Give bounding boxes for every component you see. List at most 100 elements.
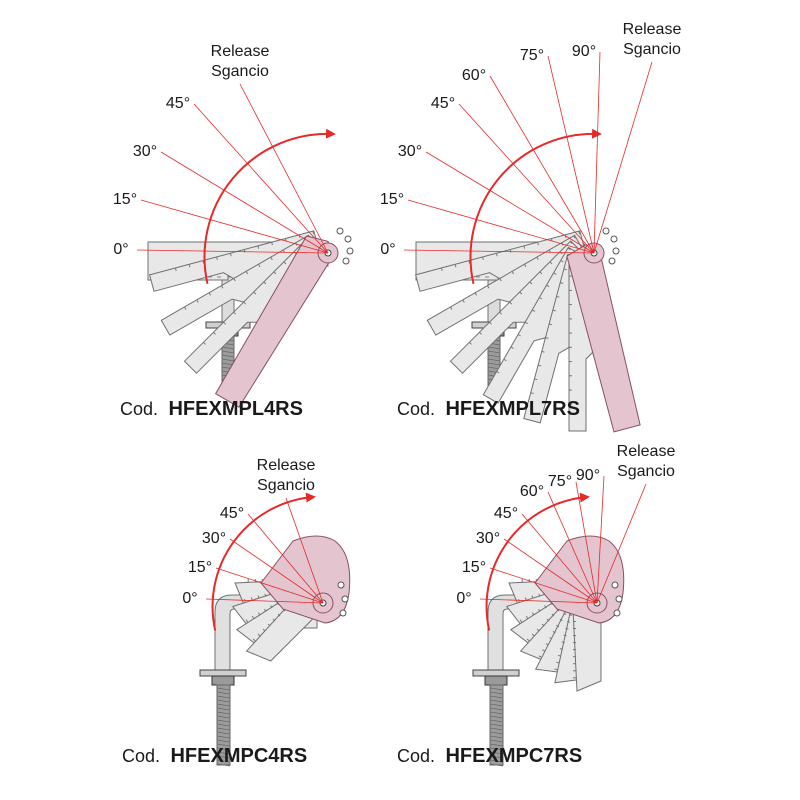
angle-guide-line <box>575 481 598 604</box>
bolt-hole <box>608 257 616 265</box>
angle-label: 30° <box>202 530 226 547</box>
knuckle-mark <box>511 271 515 275</box>
release-label: Release <box>623 21 682 38</box>
thread-line <box>216 763 231 767</box>
thread-line <box>221 350 235 354</box>
bolt-hole <box>346 247 354 255</box>
knuckle-mark <box>536 256 539 261</box>
angle-label: 30° <box>398 143 422 160</box>
knuckle-mark <box>546 284 550 288</box>
knuckle-mark <box>560 260 564 263</box>
knuckle-mark <box>271 242 273 246</box>
knuckle-mark <box>541 350 545 353</box>
angle-label: 0° <box>380 241 395 258</box>
knuckle-mark <box>479 331 482 335</box>
thread-line <box>216 703 231 707</box>
angle-label: 15° <box>188 559 212 576</box>
knuckle-mark <box>556 295 560 298</box>
bolt-hole <box>612 247 620 255</box>
knuckle-mark <box>545 337 549 339</box>
knuckle-mark <box>536 628 540 632</box>
bolt-hole <box>611 581 619 589</box>
knuckle-mark <box>559 618 563 622</box>
code-label: Cod. HFEXMPC7RS <box>397 745 582 767</box>
angle-guide-line <box>160 151 329 254</box>
thread-line <box>489 731 504 735</box>
knuckle-mark <box>468 341 472 345</box>
angle-label: 0° <box>113 241 128 258</box>
knuckle-mark <box>553 272 557 275</box>
thread-line <box>216 699 231 703</box>
knuckle-mark <box>539 297 543 300</box>
thread-line <box>489 743 504 747</box>
knuckle-mark <box>489 321 492 325</box>
bolt-hole <box>344 235 352 243</box>
thread-line <box>216 719 231 723</box>
knuckle-mark <box>537 242 539 246</box>
thread-line <box>489 739 504 743</box>
knuckle-mark <box>496 371 500 374</box>
thread-line <box>487 358 501 362</box>
code-prefix: Cod. <box>122 746 160 766</box>
knuckle-mark <box>563 612 567 616</box>
angle-guide-line <box>503 538 598 604</box>
thread-line <box>216 711 231 715</box>
knuckle-mark <box>257 633 261 637</box>
bolt-hole <box>336 227 344 235</box>
knuckle-mark <box>567 620 571 623</box>
knuckle-mark <box>243 301 247 305</box>
thread-line <box>489 719 504 723</box>
angle-guide-line <box>458 103 595 254</box>
release-label: Sgancio <box>623 41 681 58</box>
knuckle-mark <box>559 648 563 650</box>
knuckle-mark <box>524 597 527 601</box>
release-guide-line <box>239 83 329 254</box>
knuckle-mark <box>499 311 503 315</box>
rotation-arrow <box>485 492 590 631</box>
knuckle-mark <box>561 641 565 644</box>
knuckle-mark <box>530 392 534 394</box>
knuckle-mark <box>267 623 271 627</box>
knuckle-mark <box>462 299 465 303</box>
angle-guide-line <box>140 199 329 254</box>
knuckle-mark <box>563 268 567 271</box>
angle-guide-line <box>215 567 324 604</box>
knuckle-mark <box>263 281 267 285</box>
angle-label: 30° <box>133 143 157 160</box>
knuckle-mark <box>188 264 191 268</box>
thread-line <box>216 735 231 739</box>
knuckle-mark <box>250 597 253 601</box>
thread-line <box>216 695 231 699</box>
product-code: HFEXMPL7RS <box>445 398 579 420</box>
product-code: HFEXMPL4RS <box>168 398 302 420</box>
angle-guide-line <box>136 249 329 254</box>
knuckle-mark <box>272 618 276 622</box>
angle-guide-line <box>489 75 595 254</box>
knuckle-mark <box>208 292 212 296</box>
knuckle-mark <box>245 619 249 623</box>
rotation-arrow <box>211 492 316 631</box>
knuckle-mark <box>560 282 564 284</box>
nut <box>211 675 235 686</box>
knuckle-mark <box>474 292 478 296</box>
angle-label: 15° <box>380 191 404 208</box>
angle-guide-line <box>489 567 598 604</box>
knuckle-mark <box>257 595 260 599</box>
thread-line <box>216 731 231 735</box>
knuckle-mark <box>552 309 556 312</box>
angle-label: 60° <box>462 67 486 84</box>
knuckle-mark <box>554 668 558 671</box>
thread-line <box>489 691 504 695</box>
knuckle-mark <box>565 627 569 630</box>
knuckle-mark <box>468 260 471 264</box>
knuckle-mark <box>546 618 550 622</box>
angle-guide-line <box>205 598 324 604</box>
knuckle-mark <box>251 615 255 619</box>
angle-label: 75° <box>520 47 544 64</box>
angle-guide-line <box>193 103 329 254</box>
